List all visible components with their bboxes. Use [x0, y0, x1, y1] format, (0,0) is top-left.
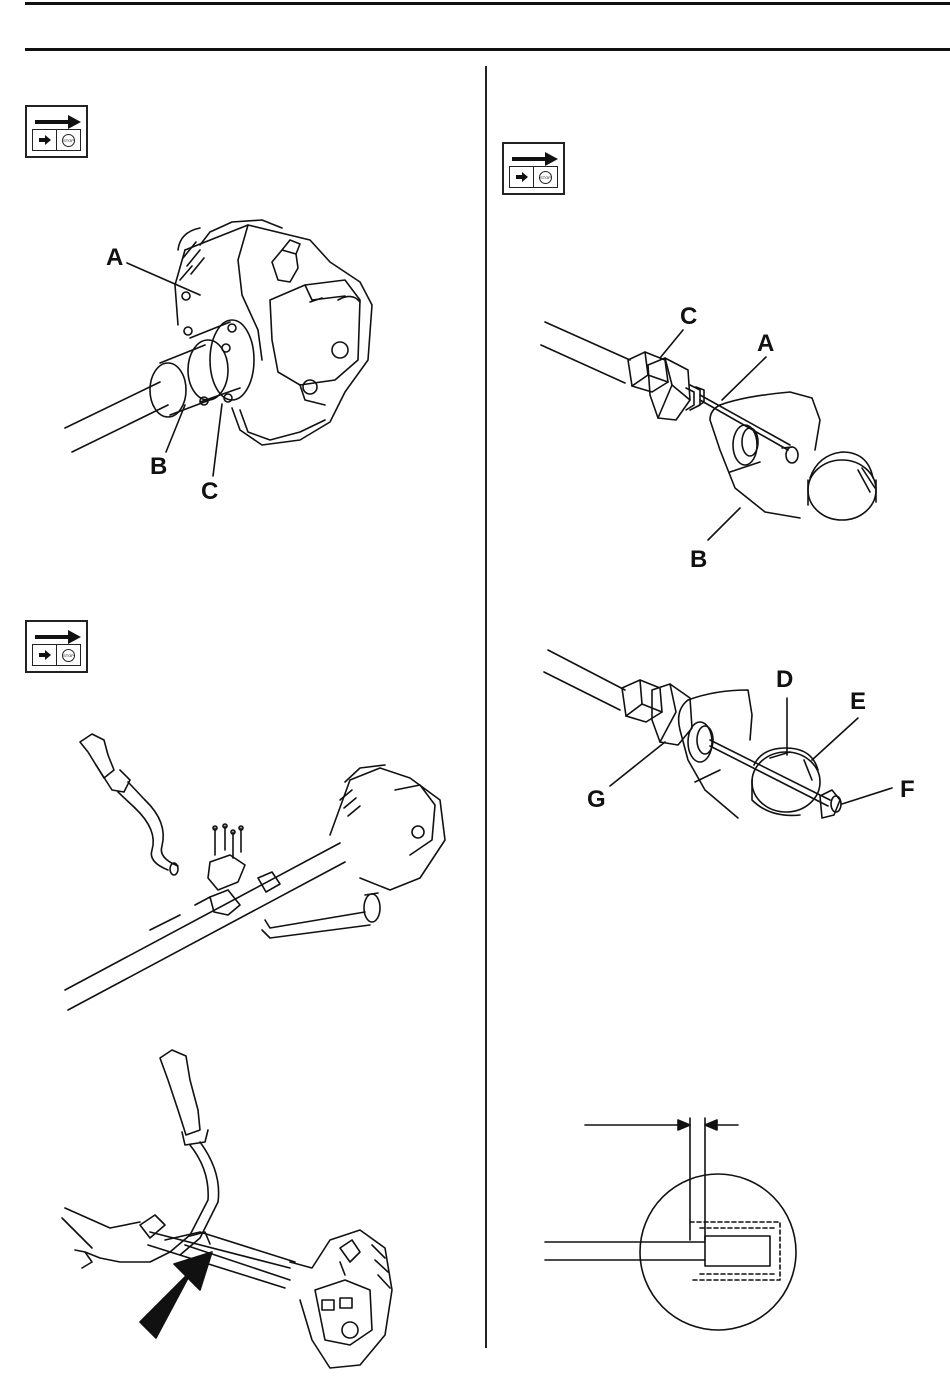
label-f: F	[900, 778, 915, 802]
label-a: A	[106, 246, 123, 270]
label-b: B	[690, 548, 707, 572]
cable-clearance-detail-illustration	[545, 1118, 796, 1330]
label-c: C	[201, 480, 218, 504]
label-d: D	[776, 668, 793, 692]
throttle-cable-top-illustration	[541, 322, 876, 540]
handle-assembly-illustration	[65, 734, 445, 1010]
assembled-trimmer-illustration	[62, 1050, 392, 1368]
label-e: E	[850, 690, 866, 714]
label-c: C	[680, 305, 697, 329]
label-b: B	[150, 455, 167, 479]
label-g: G	[587, 788, 606, 812]
label-a: A	[757, 332, 774, 356]
